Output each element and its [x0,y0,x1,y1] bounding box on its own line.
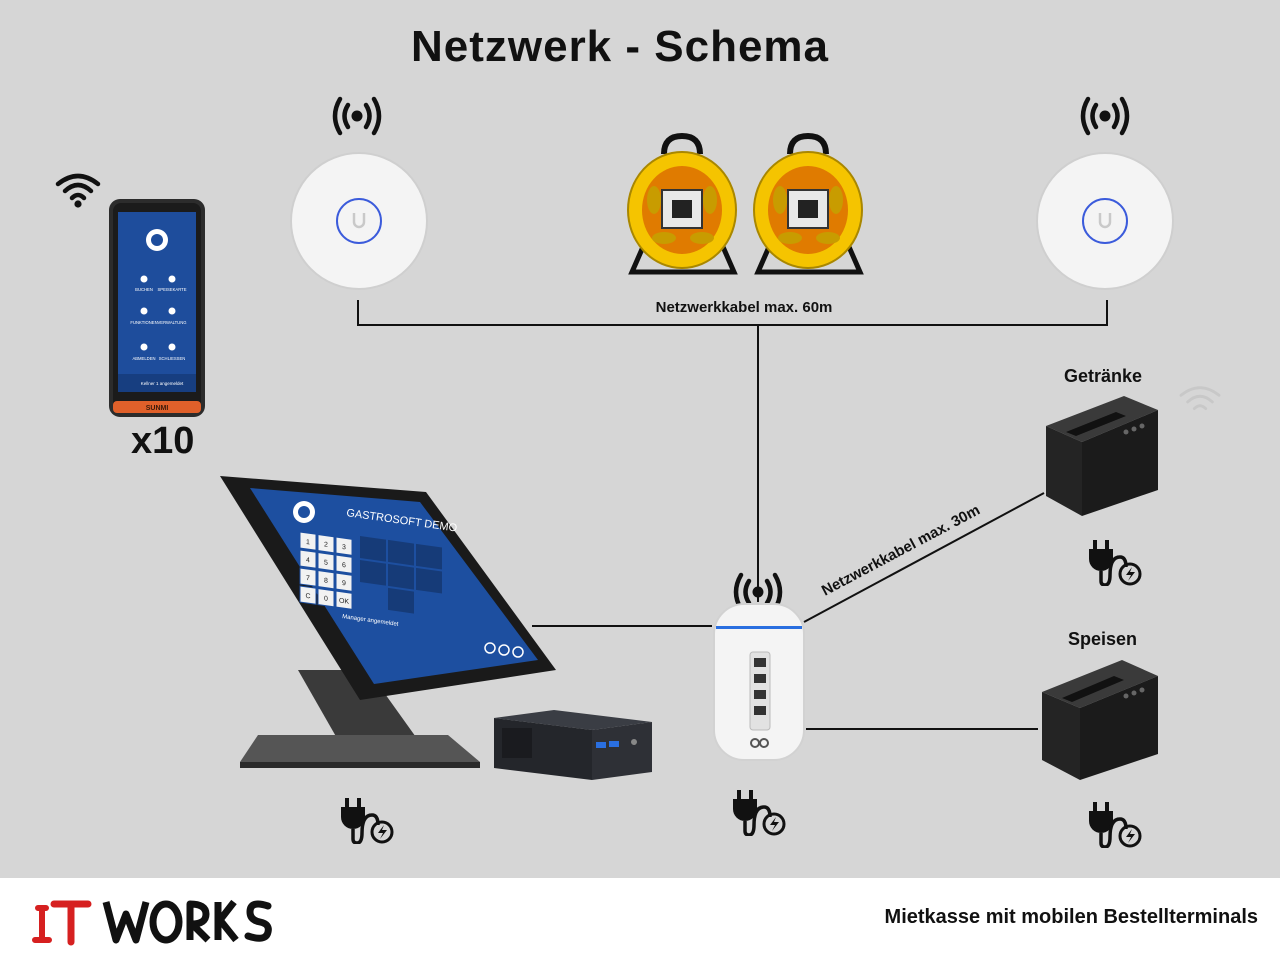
keypad-key: 4 [306,557,310,565]
keypad-key: OK [339,597,349,605]
handheld-tile-label: SPEISEKARTE [157,287,186,292]
handheld-tile-label: VERWALTUNG [157,320,186,325]
network-diagram: Netzwerk - Schema Netzwerkkabel max. 60m… [0,0,1280,878]
cable-30m-label: Netzwerkkabel max. 30m [819,502,983,600]
access-point-right [1036,152,1174,290]
keypad-key: 3 [342,544,346,552]
receipt-printer-drinks [1046,396,1158,516]
diagram-title: Netzwerk - Schema [410,22,830,71]
it-works-logo [32,899,272,946]
keypad-key: 5 [324,559,328,567]
power-plug-icon [733,790,786,836]
pos-terminal: GASTROSOFT DEMO 1 2 3 4 5 6 7 8 9 C 0 OK… [220,476,556,768]
printer-food-label: Speisen [1068,629,1138,649]
footer-tagline: Mietkasse mit mobilen Bestellterminals [884,906,1258,928]
power-plug-icon [341,798,394,844]
wifi-icon [1179,386,1221,411]
handheld-terminal: BUCHEN SPEISEKARTE FUNKTIONEN VERWALTUNG… [109,199,205,417]
cable-reel-icon [753,132,864,275]
keypad-key: 2 [324,541,328,549]
keypad-key: 7 [306,575,310,583]
wifi-icon [55,173,101,208]
printer-drinks-cable [803,492,1045,623]
mini-pc [494,710,652,780]
handheld-brand: SUNMI [146,405,169,412]
footer: Mietkasse mit mobilen Bestellterminals [0,878,1280,960]
wireless-signal-icon [332,96,382,136]
power-plug-icon [1089,540,1142,586]
connection-lines: Netzwerkkabel max. 60m Netzwerkkabel max… [357,299,1108,730]
access-point-left [290,152,428,290]
handheld-status: Kellner 1 angemeldet [141,381,184,386]
keypad-key: 1 [306,539,310,547]
ap-uplink-cable [357,300,1108,326]
cable-reel-icon [627,132,738,275]
keypad-key: 6 [342,562,346,570]
cable-60m-label: Netzwerkkabel max. 60m [656,299,833,316]
router [713,603,805,761]
wireless-signal-icon [1080,96,1130,136]
handheld-tile-label: SCHLIESSEN [159,356,186,361]
printer-drinks-label: Getränke [1064,366,1143,386]
handheld-tile-label: ABMELDEN [132,356,155,361]
keypad-key: 8 [324,577,328,585]
keypad-key: 0 [324,595,328,603]
keypad-key: C [305,593,310,601]
handheld-tile-label: BUCHEN [135,287,153,292]
power-plug-icon [1089,802,1142,848]
receipt-printer-food [1042,660,1158,780]
keypad-key: 9 [342,580,346,588]
handheld-count: x10 [131,420,195,462]
handheld-tile-label: FUNKTIONEN [130,320,157,325]
